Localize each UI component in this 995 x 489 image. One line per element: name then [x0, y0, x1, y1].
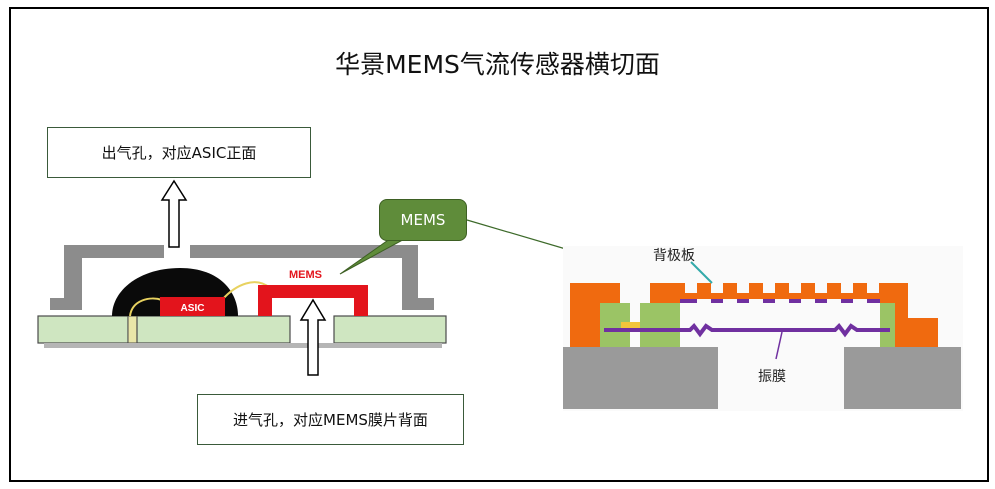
asic-chip	[160, 297, 225, 316]
housing-foot-left	[50, 298, 82, 310]
pcb-gold-via	[127, 315, 138, 344]
backplate-hole	[815, 283, 827, 293]
backplate-hole	[763, 283, 775, 293]
green-layer-left-2	[640, 303, 680, 347]
diaphragm-label: 振膜	[758, 369, 786, 385]
backplate-hole	[711, 283, 723, 293]
contact-pad	[621, 322, 640, 329]
backplate-hole	[789, 283, 801, 293]
zoom-connector-line	[466, 219, 577, 253]
diaphragm	[604, 322, 890, 338]
outlet-label: 出气孔，对应ASIC正面	[101, 144, 257, 162]
inlet-arrow	[299, 298, 327, 376]
pcb-shadow	[44, 343, 442, 348]
green-layer-right	[880, 303, 895, 347]
electrode-gap	[827, 299, 841, 303]
orange-anchor-left	[570, 283, 620, 347]
asic-chip-label: ASIC	[181, 303, 205, 314]
electrode-gap	[801, 299, 815, 303]
backplate-hole	[685, 283, 697, 293]
backplate-pointer	[690, 261, 713, 284]
page-title: 华景MEMS气流传感器横切面	[335, 50, 660, 79]
inlet-label: 进气孔，对应MEMS膜片背面	[233, 411, 428, 429]
pcb-right	[333, 315, 447, 344]
mems-callout: MEMS	[379, 199, 467, 241]
outlet-arrow	[160, 179, 188, 248]
mems-chip-label: MEMS	[289, 269, 322, 281]
electrode-gap	[749, 299, 763, 303]
diaphragm-pointer	[775, 331, 783, 360]
pcb-middle	[136, 315, 291, 344]
inlet-label-box: 进气孔，对应MEMS膜片背面	[197, 394, 464, 445]
backplate-hole	[841, 283, 853, 293]
electrode-gap	[723, 299, 737, 303]
substrate-right	[844, 347, 961, 409]
mems-callout-label: MEMS	[400, 211, 446, 229]
pcb-left	[37, 315, 129, 344]
backplate-hole	[867, 283, 879, 293]
backplate-label: 背极板	[653, 248, 695, 264]
outlet-label-box: 出气孔，对应ASIC正面	[47, 127, 311, 178]
electrode-gap	[775, 299, 789, 303]
electrode-gap	[853, 299, 867, 303]
electrode-gap	[697, 299, 711, 303]
bond-wire-left	[129, 297, 163, 317]
backplate-hole	[737, 283, 749, 293]
mems-chip	[258, 285, 368, 316]
housing-foot-right	[402, 298, 434, 310]
substrate-left	[563, 347, 718, 409]
housing-lid-right	[190, 245, 418, 308]
